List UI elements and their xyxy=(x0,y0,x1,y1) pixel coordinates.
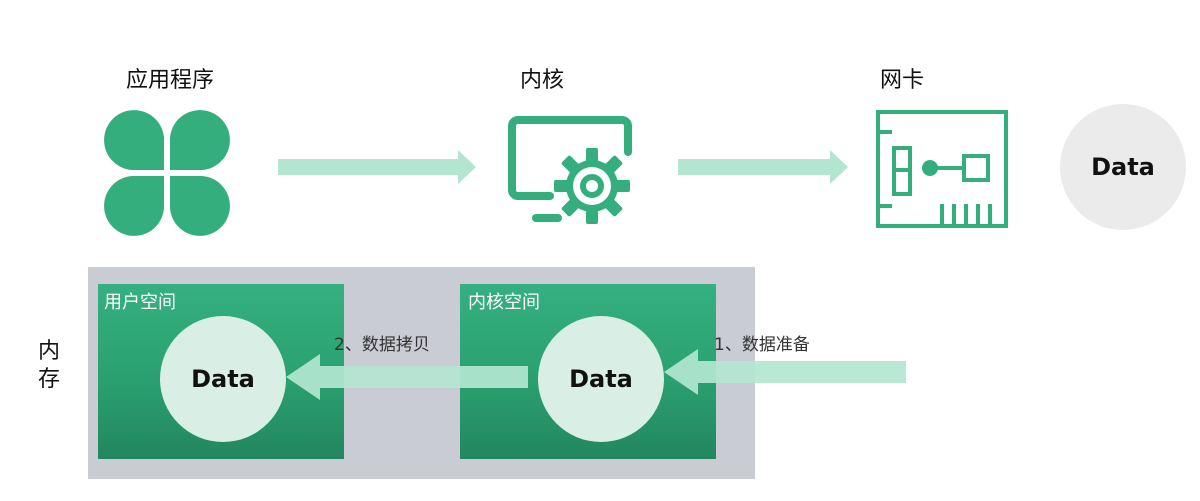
step2-label: 2、数据拷贝 xyxy=(334,335,430,355)
user-space-data-label: Data xyxy=(191,365,255,393)
monitor-gear-icon xyxy=(508,116,632,224)
arrow-app-to-kernel xyxy=(278,150,476,184)
kernel-label: 内核 xyxy=(520,68,565,93)
arrow-kernel-to-user-space xyxy=(286,354,528,400)
user-space-data-circle: Data xyxy=(160,316,286,442)
four-leaf-clover-icon xyxy=(104,110,230,236)
app-label: 应用程序 xyxy=(126,68,215,93)
network-card-icon xyxy=(876,110,1008,228)
kernel-space-data-label: Data xyxy=(569,365,633,393)
user-space-title: 用户空间 xyxy=(104,292,176,313)
arrow-nic-to-kernel-space xyxy=(664,349,906,395)
nic-label: 网卡 xyxy=(880,68,925,93)
nic-data-label: Data xyxy=(1091,153,1155,181)
arrow-kernel-to-nic xyxy=(678,150,848,184)
nic-data-circle: Data xyxy=(1060,104,1186,230)
step1-label: 1、数据准备 xyxy=(714,335,810,355)
kernel-space-data-circle: Data xyxy=(538,316,664,442)
memory-label: 内存 xyxy=(38,339,61,392)
kernel-space-title: 内核空间 xyxy=(468,292,540,313)
